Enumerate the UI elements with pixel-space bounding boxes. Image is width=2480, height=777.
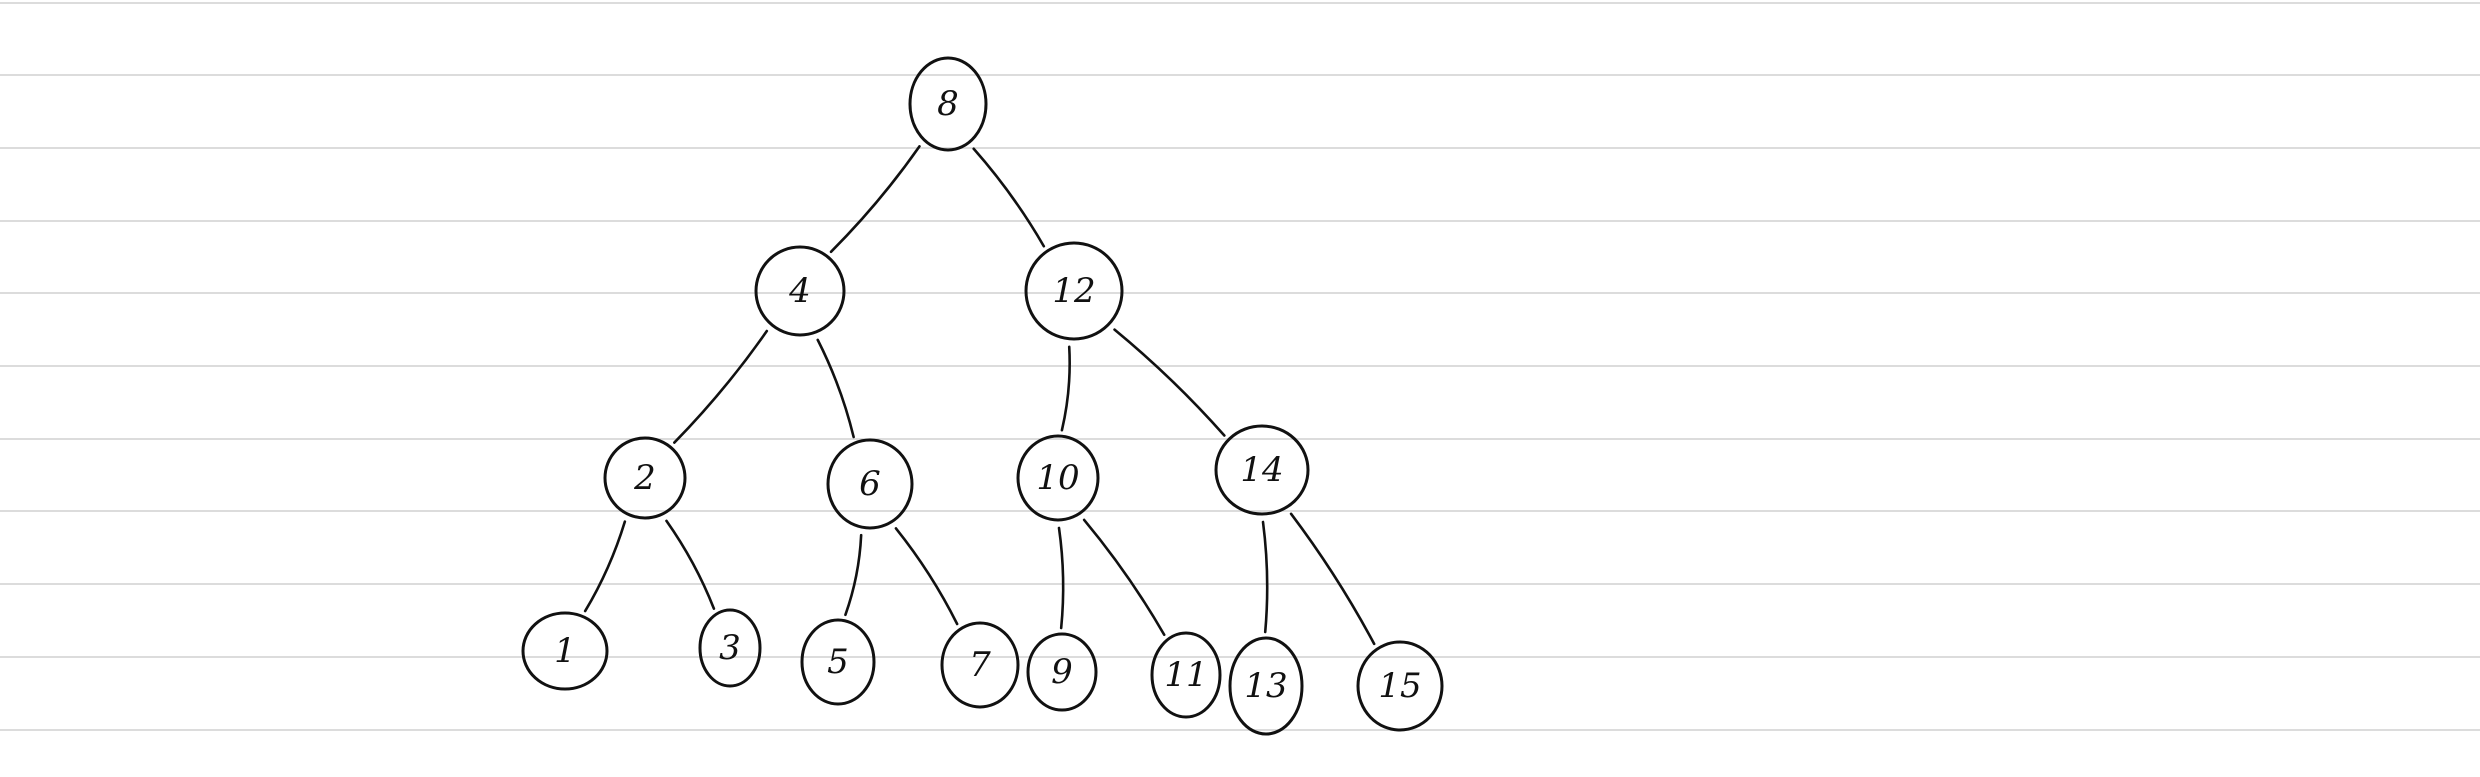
node-label: 13 xyxy=(1244,666,1287,706)
node-label: 4 xyxy=(788,271,811,311)
tree-edge xyxy=(844,533,863,617)
tree-node: 13 xyxy=(1228,636,1304,736)
tree-node: 6 xyxy=(826,438,914,530)
node-circle xyxy=(1016,434,1100,522)
tree-edges xyxy=(583,145,1376,646)
node-label: 5 xyxy=(827,642,849,682)
node-label: 6 xyxy=(859,464,881,504)
node-circle xyxy=(521,611,609,691)
tree-edge xyxy=(894,527,959,626)
tree-node: 5 xyxy=(800,618,876,706)
node-circle xyxy=(826,438,914,530)
node-circle xyxy=(908,56,988,152)
node-label: 3 xyxy=(719,628,741,668)
node-label: 2 xyxy=(633,458,656,498)
tree-edge xyxy=(1057,526,1065,630)
tree-edge xyxy=(665,519,716,610)
node-label: 14 xyxy=(1240,450,1283,490)
tree-node: 2 xyxy=(603,436,687,520)
node-circle xyxy=(1024,241,1124,341)
tree-edge xyxy=(972,147,1046,248)
node-circle xyxy=(754,245,846,337)
node-circle xyxy=(1150,631,1222,719)
tree-edge xyxy=(1261,520,1269,634)
tree-node: 12 xyxy=(1024,241,1124,341)
node-label: 8 xyxy=(937,84,959,124)
tree-node: 10 xyxy=(1016,434,1100,522)
tree-node: 9 xyxy=(1026,632,1098,712)
node-circle xyxy=(1356,640,1444,732)
node-circle xyxy=(940,621,1020,709)
node-label: 15 xyxy=(1378,666,1421,706)
node-circle xyxy=(1026,632,1098,712)
node-circle xyxy=(603,436,687,520)
tree-edge xyxy=(583,520,627,613)
tree-edge xyxy=(1289,512,1376,646)
node-label: 1 xyxy=(554,631,576,671)
tree-node: 4 xyxy=(754,245,846,337)
tree-edge xyxy=(1113,328,1226,437)
ruled-lines xyxy=(0,2,2480,731)
node-label: 10 xyxy=(1036,458,1079,498)
node-label: 12 xyxy=(1052,271,1095,311)
tree-edge xyxy=(829,145,921,254)
node-circle xyxy=(800,618,876,706)
tree-node: 8 xyxy=(908,56,988,152)
tree-node: 14 xyxy=(1214,424,1310,516)
node-circle xyxy=(1214,424,1310,516)
node-label: 7 xyxy=(969,645,991,685)
tree-edge xyxy=(816,338,855,439)
tree-node: 7 xyxy=(940,621,1020,709)
tree-edge xyxy=(673,329,769,444)
tree-node: 15 xyxy=(1356,640,1444,732)
tree-edge xyxy=(1082,518,1166,637)
tree-node: 3 xyxy=(698,608,762,688)
tree-node: 1 xyxy=(521,611,609,691)
node-circle xyxy=(1228,636,1304,736)
tree-node: 11 xyxy=(1150,631,1222,719)
node-circle xyxy=(698,608,762,688)
node-label: 9 xyxy=(1051,652,1073,692)
node-label: 11 xyxy=(1164,655,1207,695)
tree-edge xyxy=(1060,345,1071,432)
